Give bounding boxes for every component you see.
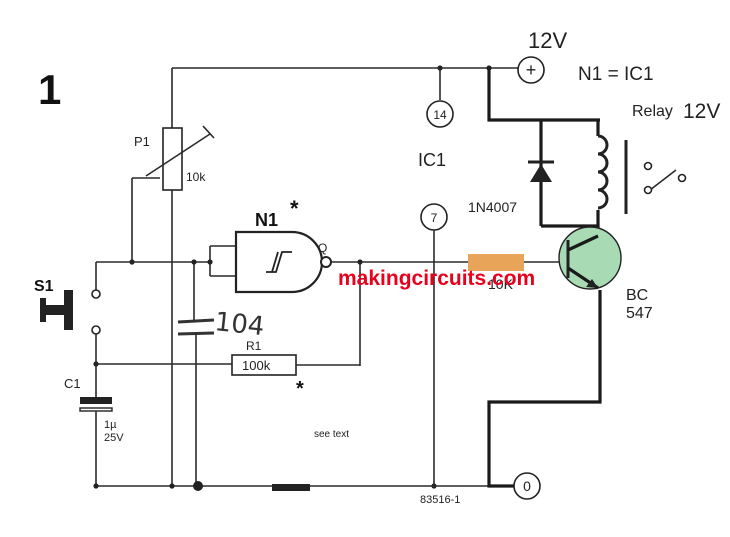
switch-name: S1 [34, 278, 54, 295]
c1-value: 1µ [104, 419, 117, 431]
capacitor-c1 [79, 364, 113, 486]
ic-supply-column: 14 IC1 7 [418, 68, 454, 489]
pot-name: P1 [134, 134, 150, 149]
ic1-label: IC1 [418, 150, 446, 170]
nand-gate-n1 [207, 230, 468, 294]
pin-14-label: 14 [433, 108, 447, 122]
figure-number: 1 [38, 66, 61, 113]
potentiometer-p1 [129, 68, 215, 486]
relay-label: Relay [632, 103, 673, 120]
diode-label: 1N4007 [468, 199, 517, 215]
c1-name: C1 [64, 376, 81, 391]
ground-rail: 0 [93, 472, 541, 500]
gate-asterisk: * [290, 196, 299, 221]
gate-output-q: Q [318, 241, 327, 255]
transistor-number: 547 [626, 305, 653, 322]
base-resistor-label: 10K [488, 276, 514, 292]
output-stage-wiring [487, 68, 602, 488]
relay-coil [597, 134, 628, 214]
plus-terminal: + [517, 56, 545, 84]
relay-contact [643, 161, 687, 195]
switch-s1 [40, 261, 210, 367]
gate-name: N1 [255, 210, 278, 230]
r1-asterisk: * [296, 378, 304, 400]
figure-code: 83516-1 [420, 494, 460, 506]
r1-name: R1 [246, 339, 262, 353]
c1-voltage: 25V [104, 432, 124, 444]
resistor-r1 [96, 262, 361, 376]
diode-1n4007 [528, 160, 554, 182]
relay-voltage: 12V [683, 100, 720, 123]
watermark: makingcircuits.com [338, 267, 535, 290]
pot-value: 10k [186, 170, 206, 184]
gate-ic-note: N1 = IC1 [578, 64, 654, 85]
capacitor-104-label: 104 [213, 307, 266, 342]
capacitor-104 [177, 259, 215, 486]
base-resistor-body [468, 254, 524, 271]
transistor-bc547 [558, 226, 622, 290]
see-text-note: see text [314, 429, 349, 440]
ground-symbol: 0 [523, 478, 531, 494]
r1-value: 100k [242, 358, 271, 373]
top-rail [172, 65, 518, 71]
pin-7-label: 7 [431, 211, 438, 225]
supply-voltage-label: 12V [528, 28, 567, 53]
transistor-type: BC [626, 287, 648, 304]
plus-symbol: + [526, 60, 537, 80]
